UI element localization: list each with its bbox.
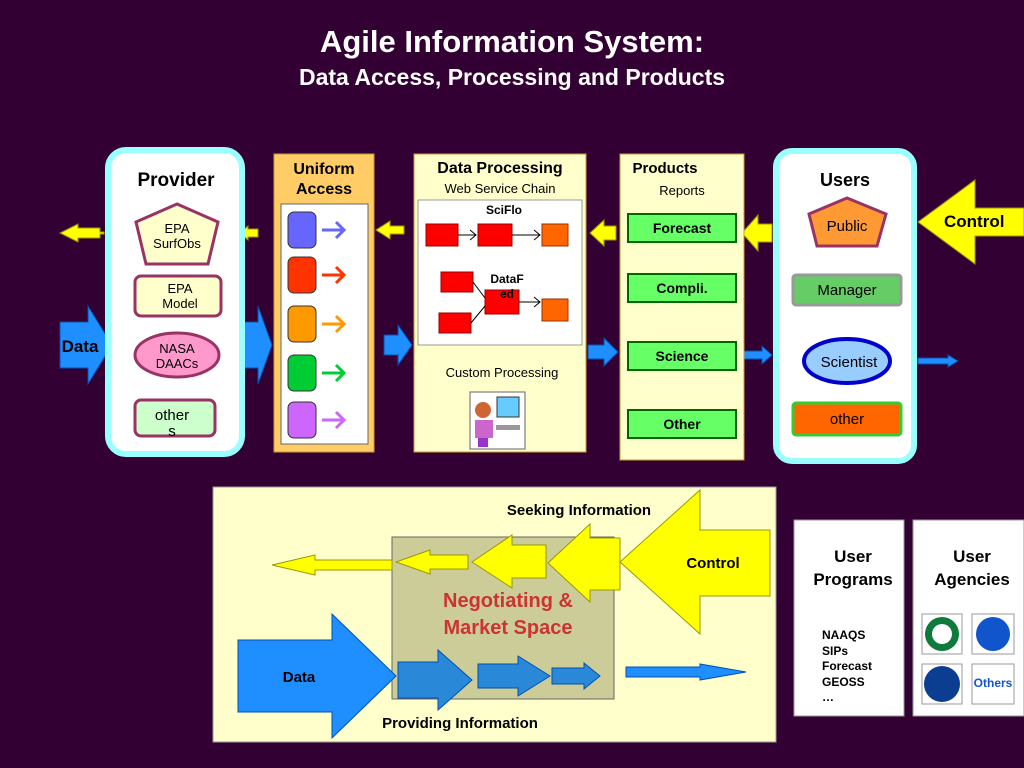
seeking-arrow-3 (471, 534, 547, 589)
provider-item-epa-model: EPA Model (162, 281, 198, 311)
processing-subtitle: Web Service Chain (444, 181, 556, 196)
epa-surfobs-pentagon (134, 202, 220, 266)
sciflo-chain (425, 223, 569, 247)
user-other: other (829, 411, 865, 428)
product-other: Other (627, 409, 737, 439)
manager-box (791, 273, 903, 307)
user-scientist: Scientist (820, 354, 878, 371)
user-manager: Manager (817, 282, 877, 299)
data-input-label: Data (61, 337, 99, 356)
seeking-arrow-4 (547, 522, 621, 604)
market-control-label: Control (686, 555, 740, 572)
provider-item-epa-surfobs: EPA SurfObs (153, 221, 201, 251)
processing-title: Data Processing (437, 160, 563, 177)
seeking-arrow-2 (394, 549, 469, 575)
data-input-arrow (59, 304, 113, 386)
user-programs-panel (793, 519, 905, 717)
product-forecast: Forecast (627, 213, 737, 243)
page-title: Agile Information System: (319, 24, 705, 59)
user-other-box (791, 401, 903, 437)
users-title: Users (819, 170, 871, 190)
providing-information-label: Providing Information (382, 715, 538, 732)
seeking-information-label: Seeking Information (506, 502, 652, 519)
providing-arrow-1 (397, 648, 473, 712)
user-programs-title: User Programs (813, 547, 893, 589)
provider-to-access-arrow (241, 305, 273, 385)
access-to-processing-arrow (383, 323, 413, 367)
agency-logos (921, 613, 1015, 705)
provider-item-others: other s (154, 407, 190, 440)
public-pentagon (807, 196, 888, 248)
control-arrow (917, 179, 1024, 265)
product-compli: Compli. (627, 273, 737, 303)
person-computer-icon (469, 391, 526, 450)
page-subtitle: Data Access, Processing and Products (298, 64, 726, 90)
provider-item-nasa-daacs: NASA DAACs (155, 341, 199, 371)
processing-to-access-yellow-arrow (375, 220, 405, 240)
products-to-users-arrow (743, 344, 773, 366)
products-subtitle: Reports (659, 183, 705, 198)
scientist-ellipse (802, 337, 892, 385)
provider-left-arrow (58, 223, 105, 243)
user-programs-list: NAAQS SIPs Forecast GEOSS … (822, 628, 873, 704)
epa-model-box (133, 274, 223, 318)
user-agencies-title: User Agencies (934, 547, 1010, 589)
others-box (133, 398, 217, 438)
products-to-processing-yellow-arrow (589, 218, 617, 248)
market-data-arrow (237, 612, 397, 740)
control-label: Control (944, 212, 1005, 231)
processing-to-products-arrow (587, 336, 619, 368)
user-public: Public (826, 218, 868, 235)
datafed-chain (438, 271, 569, 334)
market-control-arrow (619, 488, 771, 636)
market-data-label: Data (282, 669, 316, 686)
users-output-arrow (917, 354, 959, 368)
sciflo-label: SciFlo (485, 203, 522, 217)
product-science: Science (627, 341, 737, 371)
nasa-daacs-ellipse (133, 331, 221, 379)
users-to-products-yellow-arrow (741, 213, 773, 253)
negotiating-market-space: Negotiating & Market Space (443, 590, 573, 639)
datafed-label: DataF ed (490, 272, 524, 301)
seeking-arrow-1 (271, 554, 393, 576)
canisters-group (287, 211, 347, 439)
products-title: Products (632, 160, 698, 177)
providing-arrow-2 (477, 655, 551, 697)
custom-processing-label: Custom Processing (445, 365, 559, 380)
providing-arrow-3 (551, 661, 601, 691)
uniform-access-title: Uniform Access (293, 161, 355, 198)
provider-title: Provider (137, 170, 215, 191)
providing-arrow-4 (625, 663, 747, 681)
others-logo: Others (973, 676, 1013, 690)
